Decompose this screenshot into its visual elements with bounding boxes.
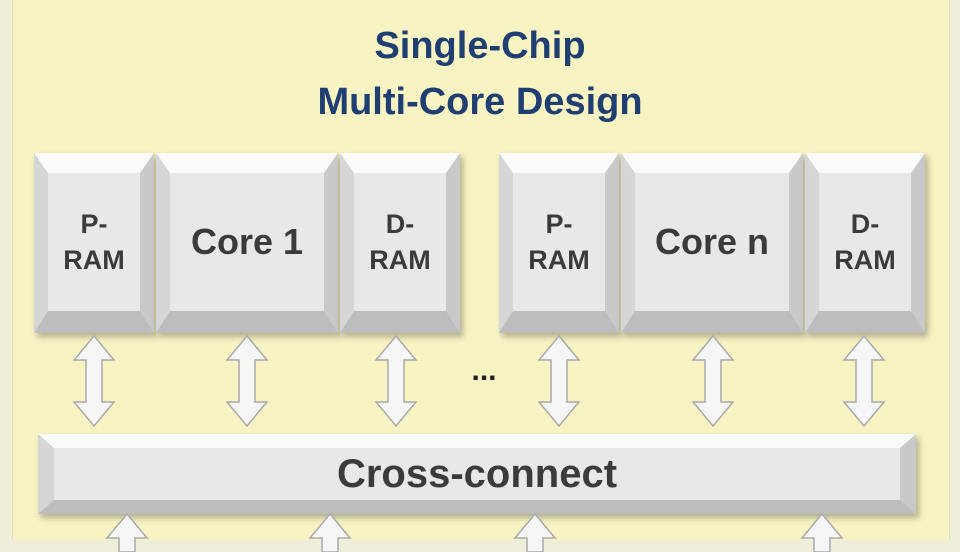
cross-connect-bar: Cross-connect [38, 434, 916, 514]
p-ram-n-line2: RAM [528, 245, 590, 275]
double-arrow-icon [691, 334, 735, 428]
core-n-label: Core n [654, 221, 769, 262]
double-arrow-icon [537, 334, 581, 428]
p-ram-1-line2: RAM [63, 245, 125, 275]
up-arrow-icon [800, 512, 844, 552]
core-n-block: Core n [621, 153, 803, 333]
cross-connect-label: Cross-connect [336, 452, 618, 496]
d-ram-1-line1: D- [385, 209, 415, 239]
double-arrow-icon [225, 334, 269, 428]
d-ram-1-line2: RAM [369, 245, 431, 275]
double-arrow-icon [842, 334, 886, 428]
d-ram-block-n: D- RAM [805, 153, 925, 333]
d-ram-n-line1: D- [850, 209, 880, 239]
core-1-block: Core 1 [156, 153, 338, 333]
d-ram-block-1: D- RAM [340, 153, 460, 333]
p-ram-1-line1: P- [80, 209, 108, 239]
double-arrow-icon [72, 334, 116, 428]
p-ram-block-n: P- RAM [499, 153, 619, 333]
core-1-label: Core 1 [190, 221, 304, 262]
ellipsis: ... [471, 354, 497, 387]
d-ram-n-line2: RAM [834, 245, 896, 275]
double-arrow-icon [374, 334, 418, 428]
p-ram-n-line1: P- [545, 209, 573, 239]
title-line-1: Single-Chip [374, 25, 586, 67]
title-line-2: Multi-Core Design [317, 81, 643, 123]
up-arrow-icon [513, 512, 557, 552]
up-arrow-icon [308, 512, 352, 552]
p-ram-block-1: P- RAM [34, 153, 154, 333]
up-arrow-icon [105, 512, 149, 552]
